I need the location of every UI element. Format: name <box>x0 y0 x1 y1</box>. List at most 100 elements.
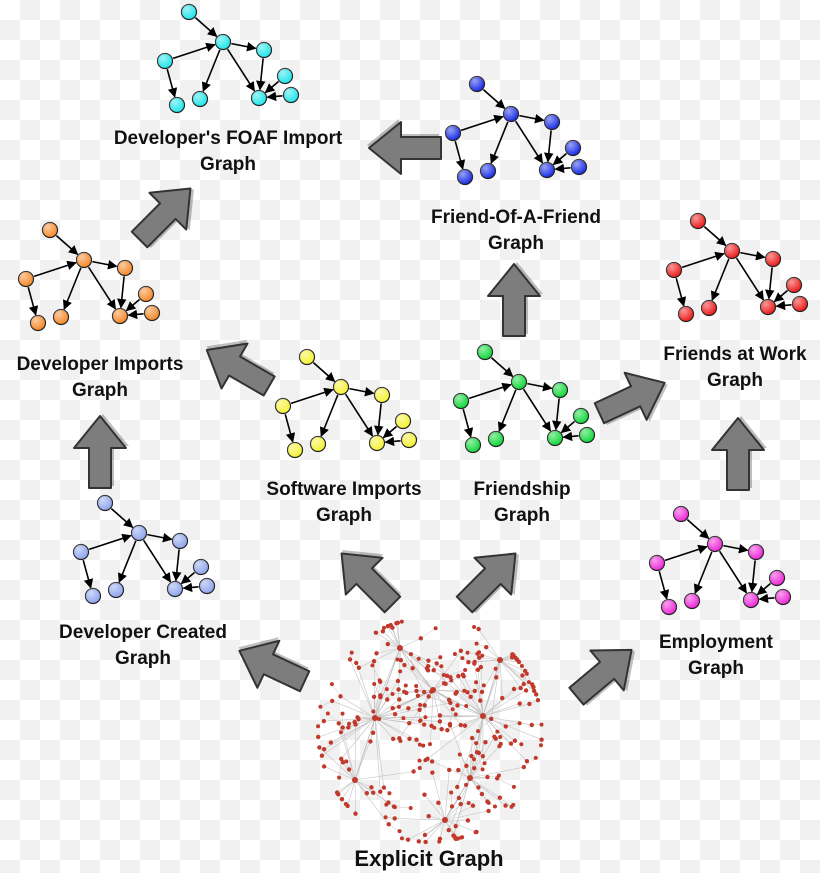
graph-edge <box>231 44 255 49</box>
graph-edge <box>349 389 373 394</box>
graph-edge <box>740 253 764 258</box>
graph-edge <box>757 583 770 594</box>
graph-edge <box>385 441 400 442</box>
graph-edge <box>167 69 175 97</box>
label-foaf-import: Developer's FOAF Import Graph <box>98 126 358 178</box>
graph-edge <box>267 96 282 97</box>
graph-edge <box>313 363 334 382</box>
explicit-graph-network <box>316 620 544 845</box>
graph-edge <box>548 130 551 161</box>
graph-edge <box>774 290 787 301</box>
mini-graph-friend-of-a-friend <box>446 77 587 185</box>
mini-graph-friendship <box>454 345 595 453</box>
graph-edge <box>378 403 381 434</box>
label-developer-created-line2: Graph <box>13 646 273 672</box>
graph-edge <box>203 50 220 91</box>
graph-edge <box>111 509 132 528</box>
graph-edge <box>56 236 77 255</box>
graph-edge <box>723 546 747 551</box>
graph-edge <box>126 299 139 310</box>
label-employment-line2: Graph <box>586 656 820 682</box>
graph-edge <box>527 384 551 389</box>
graph-edge <box>260 58 263 89</box>
explicit-graph-edges <box>318 622 542 842</box>
label-friendship: Friendship Graph <box>392 477 652 529</box>
label-employment-line1: Employment <box>586 630 820 656</box>
graph-edge <box>676 278 684 306</box>
graph-edge <box>173 45 215 59</box>
graph-edge <box>346 394 373 436</box>
label-employment: Employment Graph <box>586 630 820 682</box>
graph-edge <box>228 49 255 91</box>
graph-edge <box>712 259 729 300</box>
graph-edge <box>769 267 772 298</box>
label-developer-created: Developer Created Graph <box>13 620 273 672</box>
label-friends-at-work-line2: Graph <box>605 368 820 394</box>
graph-edge <box>687 520 708 539</box>
graph-edge <box>561 421 574 432</box>
graph-edge <box>92 262 116 267</box>
mini-graph-software-imports <box>276 350 417 458</box>
graph-edge <box>665 547 707 561</box>
graph-edge <box>516 121 543 163</box>
graph-edge <box>83 560 91 588</box>
graph-edge <box>181 572 194 583</box>
graph-edge <box>499 390 516 431</box>
graph-edge <box>491 358 512 377</box>
label-developer-created-line1: Developer Created <box>13 620 273 646</box>
graph-edge <box>121 276 124 307</box>
graph-edge <box>553 153 566 164</box>
graph-edge <box>483 90 504 109</box>
arrow-from-developer-imports <box>121 169 212 260</box>
graph-edge <box>695 552 712 593</box>
graph-edge <box>265 81 278 92</box>
label-friend-of-a-friend: Friend-Of-A-Friend Graph <box>386 205 646 257</box>
graph-edge <box>64 268 81 309</box>
label-developer-imports-line1: Developer Imports <box>0 352 230 378</box>
arrow-to-foaf-import <box>367 119 441 174</box>
graph-edge <box>321 395 338 436</box>
mini-graph-developer-created <box>74 496 215 604</box>
mini-graph-friends-at-work <box>667 214 808 322</box>
graph-edge <box>720 551 747 593</box>
label-foaf-import-line2: Graph <box>98 152 358 178</box>
graph-edge <box>89 267 116 309</box>
graph-edge <box>555 168 570 169</box>
graph-edge <box>119 541 136 582</box>
graph-edge <box>524 389 551 431</box>
graph-edge <box>704 227 725 246</box>
graph-edge <box>682 254 724 268</box>
graph-edge <box>291 390 333 404</box>
graph-edge <box>491 122 508 163</box>
label-friendship-line1: Friendship <box>392 477 652 503</box>
graph-edge <box>34 263 76 277</box>
graph-edge <box>147 535 171 540</box>
graph-edge <box>659 571 667 599</box>
mini-graph-foaf-import <box>158 5 299 113</box>
label-explicit-graph: Explicit Graph <box>299 845 559 873</box>
label-foaf-line2: Graph <box>386 231 646 257</box>
graph-edge <box>195 18 216 37</box>
graph-edge <box>28 287 36 315</box>
label-friendship-line2: Graph <box>392 503 652 529</box>
label-foaf-import-line1: Developer's FOAF Import <box>98 126 358 152</box>
label-developer-imports-line2: Graph <box>0 378 230 404</box>
graph-edge <box>463 409 471 437</box>
graph-edge <box>128 314 143 315</box>
label-foaf-line1: Friend-Of-A-Friend <box>386 205 646 231</box>
graph-edge <box>89 536 131 550</box>
graph-edge <box>144 540 171 582</box>
graph-edge <box>556 398 559 429</box>
graph-edge <box>737 258 764 300</box>
graph-edge <box>461 117 503 131</box>
arrow-to-friendship <box>446 534 537 625</box>
graph-edge <box>563 436 578 437</box>
graph-edge <box>469 385 511 399</box>
graph-edge <box>519 116 543 121</box>
arrow-to-software-imports <box>322 532 413 623</box>
graph-edge <box>383 426 396 437</box>
graph-edge <box>455 141 463 169</box>
arrow-to-friends-at-work <box>712 416 767 490</box>
label-developer-imports: Developer Imports Graph <box>0 352 230 404</box>
arrow-to-friend-of-a-friend <box>488 262 543 336</box>
